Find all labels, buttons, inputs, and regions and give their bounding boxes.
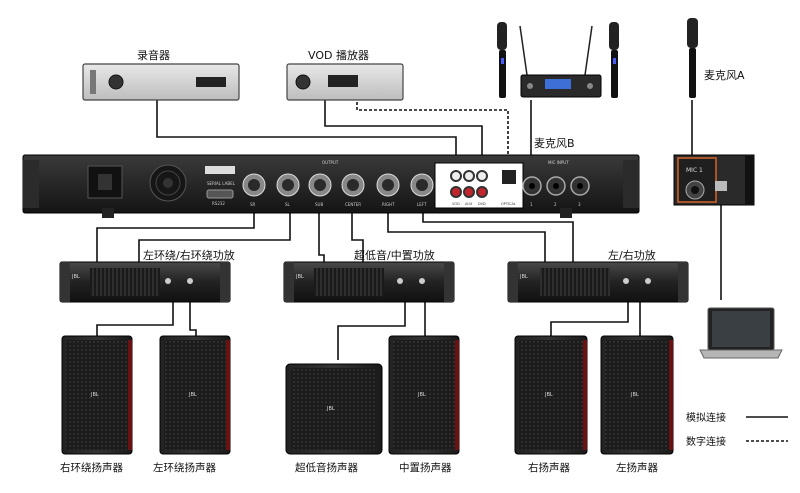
svg-text:2: 2 xyxy=(554,202,557,207)
mic-a-label: 麦克风A xyxy=(704,69,745,82)
legend-analog: 模拟连接 xyxy=(686,411,726,424)
recorder-device xyxy=(82,63,240,101)
svg-text:JBL: JBL xyxy=(295,274,304,280)
legend-digital: 数字连接 xyxy=(686,435,726,448)
svg-text:3: 3 xyxy=(578,202,581,207)
svg-text:AUX: AUX xyxy=(465,202,473,206)
svg-text:CENTER: CENTER xyxy=(345,202,361,207)
svg-text:SL: SL xyxy=(285,202,291,207)
xlr-output-center: CENTER xyxy=(341,173,365,207)
xlr-output-sl: SL xyxy=(276,173,300,207)
laptop xyxy=(699,307,783,359)
wall-panel-label: MIC 1 xyxy=(686,167,703,174)
analog-wires xyxy=(96,100,788,418)
amp-left-right: JBL xyxy=(507,261,689,303)
xlr-outputs: SR SL SUB CENTER RIGHT LEFT xyxy=(242,173,434,207)
speaker-right-surround: JBL xyxy=(61,335,133,455)
spk-left-surround-label: 左环绕扬声器 xyxy=(153,461,216,474)
svg-text:JBL: JBL xyxy=(519,274,528,280)
speaker-subwoofer: JBL xyxy=(285,363,383,455)
xlr-output-right: RIGHT xyxy=(376,173,400,207)
svg-text:JBL: JBL xyxy=(417,392,426,398)
amp-sub-center: JBL xyxy=(283,261,455,303)
wireless-mic-b xyxy=(497,22,619,98)
svg-text:JBL: JBL xyxy=(71,274,80,280)
svg-text:1: 1 xyxy=(530,202,533,207)
svg-text:JBL: JBL xyxy=(326,406,335,412)
legend: 模拟连接 数字连接 xyxy=(686,411,726,448)
digital-wires xyxy=(356,92,788,442)
spk-left-label: 左扬声器 xyxy=(616,461,658,474)
svg-text:SUB: SUB xyxy=(315,202,323,207)
vod-player-label: VOD 播放器 xyxy=(308,48,369,62)
svg-text:JBL: JBL xyxy=(188,392,197,398)
svg-text:JBL: JBL xyxy=(544,392,553,398)
xlr-output-left: LEFT xyxy=(410,173,434,207)
svg-text:VOD: VOD xyxy=(452,202,460,206)
amp-lr-label: 左/右功放 xyxy=(608,248,656,262)
speaker-right: JBL xyxy=(514,335,588,455)
serial-label-text: SERIAL LABEL xyxy=(207,181,236,186)
output-title: OUTPUT xyxy=(322,160,339,165)
spk-right-label: 右扬声器 xyxy=(528,461,570,474)
rs232-text: RS232 xyxy=(212,201,225,206)
svg-text:OPTICAL: OPTICAL xyxy=(501,202,516,206)
amp-surround-label: 左环绕/右环绕功放 xyxy=(143,248,235,262)
mic-input-title: MIC INPUT xyxy=(548,160,569,165)
speaker-left: JBL xyxy=(600,335,674,455)
amp-surround: JBL xyxy=(59,261,231,303)
speaker-center: JBL xyxy=(388,335,460,455)
svg-text:SR: SR xyxy=(250,202,256,207)
wall-interface-panel: MIC 1 xyxy=(673,154,755,206)
svg-text:RIGHT: RIGHT xyxy=(382,202,395,207)
spk-center-label: 中置扬声器 xyxy=(399,461,452,474)
xlr-output-sr: SR xyxy=(242,173,266,207)
speaker-left-surround: JBL xyxy=(159,335,231,455)
svg-text:DVD: DVD xyxy=(478,202,486,206)
xlr-output-sub: SUB xyxy=(308,173,332,207)
mic-b-label: 麦克风B xyxy=(534,137,575,150)
mic-inputs: 1 2 3 xyxy=(522,176,590,207)
wired-mic-a xyxy=(687,18,698,98)
rca-inputs: VOD AUX DVD OPTICAL xyxy=(450,170,516,206)
svg-text:JBL: JBL xyxy=(630,392,639,398)
audio-processor-rear-panel: SERIAL LABEL RS232 OUTPUT SR SL SUB CENT… xyxy=(22,154,640,218)
svg-text:LEFT: LEFT xyxy=(417,202,427,207)
spk-subwoofer-label: 超低音扬声器 xyxy=(295,461,358,474)
spk-right-surround-label: 右环绕扬声器 xyxy=(60,461,123,474)
amp-sub-center-label: 超低音/中置功放 xyxy=(354,248,435,262)
recorder-label: 录音器 xyxy=(137,48,170,62)
vod-player-device xyxy=(286,63,404,101)
svg-text:JBL: JBL xyxy=(90,392,99,398)
